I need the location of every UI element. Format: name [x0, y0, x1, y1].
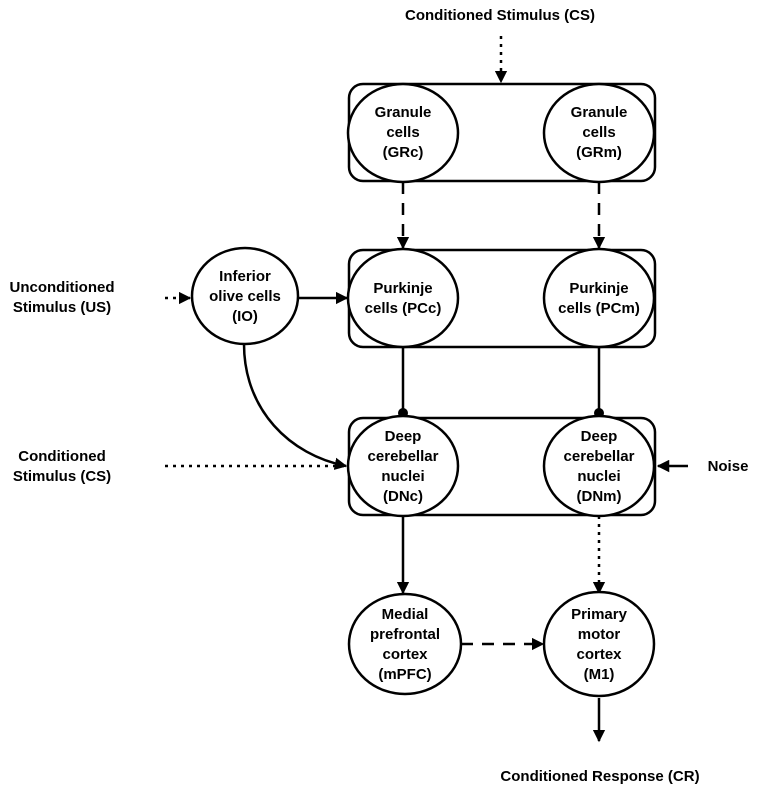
cs-left-label-line-2: Stimulus (CS)	[13, 468, 111, 485]
io-label-line-3: (IO)	[232, 308, 258, 325]
mpfc-label-line-3: cortex	[382, 646, 428, 663]
purkinje-cells-pcc-node: Purkinje cells (PCc)	[346, 247, 460, 349]
purkinje-cells-pcm-node: Purkinje cells (PCm)	[542, 247, 656, 349]
us-label-line-2: Stimulus (US)	[13, 299, 111, 316]
pcc-label-line-2: cells (PCc)	[365, 300, 442, 317]
m1-label-line-4: (M1)	[584, 666, 615, 683]
conditioned-response-label: Conditioned Response (CR)	[500, 768, 699, 785]
pcm-label-line-1: Purkinje	[569, 280, 628, 297]
mpfc-label-line-2: prefrontal	[370, 626, 440, 643]
grc-label-line-3: (GRc)	[383, 144, 424, 161]
dnc-label-line-3: nuclei	[381, 468, 424, 485]
dnm-label-line-4: (DNm)	[577, 488, 622, 505]
us-label-line-1: Unconditioned	[10, 279, 115, 296]
m1-label-line-2: motor	[578, 626, 621, 643]
noise-label: Noise	[708, 458, 749, 475]
mpfc-label-line-4: (mPFC)	[378, 666, 431, 683]
mpfc-label-line-1: Medial	[382, 606, 429, 623]
grm-label-line-3: (GRm)	[576, 144, 622, 161]
medial-prefrontal-cortex-mpfc-node: Medial prefrontal cortex (mPFC)	[347, 592, 463, 696]
cs-top-label: Conditioned Stimulus (CS)	[405, 7, 595, 24]
grm-label-line-1: Granule	[571, 104, 628, 121]
io-label-line-1: Inferior	[219, 268, 271, 285]
dnm-label-line-1: Deep	[581, 428, 618, 445]
inferior-olive-io-node: Inferior olive cells (IO)	[190, 246, 300, 346]
granule-cells-grm-node: Granule cells (GRm)	[542, 82, 656, 184]
deep-cerebellar-nuclei-dnc-node: Deep cerebellar nuclei (DNc)	[346, 414, 460, 518]
pcm-label-line-2: cells (PCm)	[558, 300, 640, 317]
m1-label-line-3: cortex	[576, 646, 622, 663]
grm-label-line-2: cells	[582, 124, 615, 141]
dnc-label-line-1: Deep	[385, 428, 422, 445]
pcc-label-line-1: Purkinje	[373, 280, 432, 297]
primary-motor-cortex-m1-node: Primary motor cortex (M1)	[542, 590, 656, 698]
dnm-label-line-3: nuclei	[577, 468, 620, 485]
granule-cells-grc-node: Granule cells (GRc)	[346, 82, 460, 184]
cs-left-label-line-1: Conditioned	[18, 448, 105, 465]
m1-label-line-1: Primary	[571, 606, 628, 623]
deep-cerebellar-nuclei-dnm-node: Deep cerebellar nuclei (DNm)	[542, 414, 656, 518]
grc-label-line-1: Granule	[375, 104, 432, 121]
dnm-label-line-2: cerebellar	[564, 448, 635, 465]
io-to-dnc-arrow	[242, 343, 348, 470]
dnc-label-line-2: cerebellar	[368, 448, 439, 465]
grc-label-line-2: cells	[386, 124, 419, 141]
io-label-line-2: olive cells	[209, 288, 281, 305]
dnc-label-line-4: (DNc)	[383, 488, 423, 505]
